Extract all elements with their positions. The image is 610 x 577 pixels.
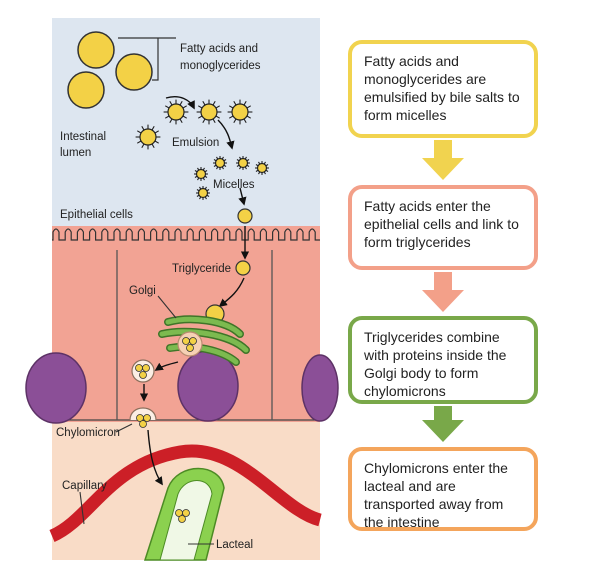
- fatty-acid-droplet: [115, 53, 153, 91]
- fatty-acid-droplet: [77, 31, 115, 69]
- emulsion-droplet: [163, 99, 189, 125]
- micelles-label: Micelles: [213, 179, 255, 191]
- flow-arrow-3: [422, 406, 464, 442]
- flow-arrow-2: [422, 272, 464, 312]
- step-4-text: Chylomicrons enter the lacteal and are t…: [364, 460, 508, 530]
- lumen-label: lumen: [60, 147, 91, 159]
- microvilli-fill: [52, 226, 320, 240]
- golgi-body: [158, 315, 250, 366]
- step-box-2: Fatty acids enter the epithelial cells a…: [348, 185, 538, 270]
- nucleus: [25, 352, 87, 424]
- capillary-label: Capillary: [62, 480, 107, 492]
- golgi-pointer: [157, 295, 177, 319]
- step-2-text: Fatty acids enter the epithelial cells a…: [364, 198, 519, 250]
- emulsion-droplet: [135, 124, 161, 150]
- emulsion-droplet: [227, 99, 253, 125]
- micelle-entering-cell: [237, 208, 253, 224]
- flow-arrow-1: [422, 140, 464, 180]
- emulsion-label: Emulsion: [172, 137, 219, 149]
- arrow: [217, 119, 235, 150]
- step-box-3: Triglycerides combine with proteins insi…: [348, 316, 538, 404]
- nucleus: [301, 354, 339, 422]
- triglyceride-label: Triglyceride: [172, 263, 231, 275]
- label-bracket: [118, 37, 176, 81]
- epithelial-cells-label: Epithelial cells: [60, 209, 133, 221]
- micelle: [196, 186, 210, 200]
- micelles: [194, 156, 269, 200]
- chylomicron-vesicle: [131, 359, 155, 383]
- micelle: [236, 156, 250, 170]
- emulsion-droplet: [196, 99, 222, 125]
- lacteal-label: Lacteal: [216, 539, 253, 551]
- step-box-4: Chylomicrons enter the lacteal and are t…: [348, 447, 538, 531]
- arrow: [238, 187, 247, 206]
- micelle: [213, 156, 227, 170]
- step-3-text: Triglycerides combine with proteins insi…: [364, 329, 507, 399]
- step-1-text: Fatty acids and monoglycerides are emuls…: [364, 53, 520, 123]
- fatty-acids-label: Fatty acids and: [180, 43, 258, 55]
- capillary-pointer: [79, 491, 85, 525]
- fatty-acid-droplet: [67, 71, 105, 109]
- triglyceride-droplet: [235, 260, 251, 276]
- chylomicron-pointer: [115, 423, 133, 433]
- golgi-vesicle: [177, 331, 203, 357]
- micelle: [194, 167, 208, 181]
- microvilli: [52, 226, 320, 241]
- microvilli-outline: [52, 228, 320, 241]
- chylomicron-in-lacteal: [175, 509, 190, 523]
- arrow: [147, 429, 163, 486]
- emulsion-droplets: [135, 99, 253, 150]
- chylomicron-exocytosis: [129, 407, 157, 428]
- step-box-1: Fatty acids and monoglycerides are emuls…: [348, 40, 538, 138]
- arrow: [154, 361, 179, 371]
- arrow: [165, 96, 195, 110]
- micelle: [255, 161, 269, 175]
- intestinal-label: Intestinal: [60, 131, 106, 143]
- golgi-label: Golgi: [129, 285, 156, 297]
- monoglycerides-label: monoglycerides: [180, 60, 261, 72]
- capillary: [49, 444, 323, 542]
- chylomicron-label: Chylomicron: [56, 427, 120, 439]
- arrow: [218, 277, 245, 308]
